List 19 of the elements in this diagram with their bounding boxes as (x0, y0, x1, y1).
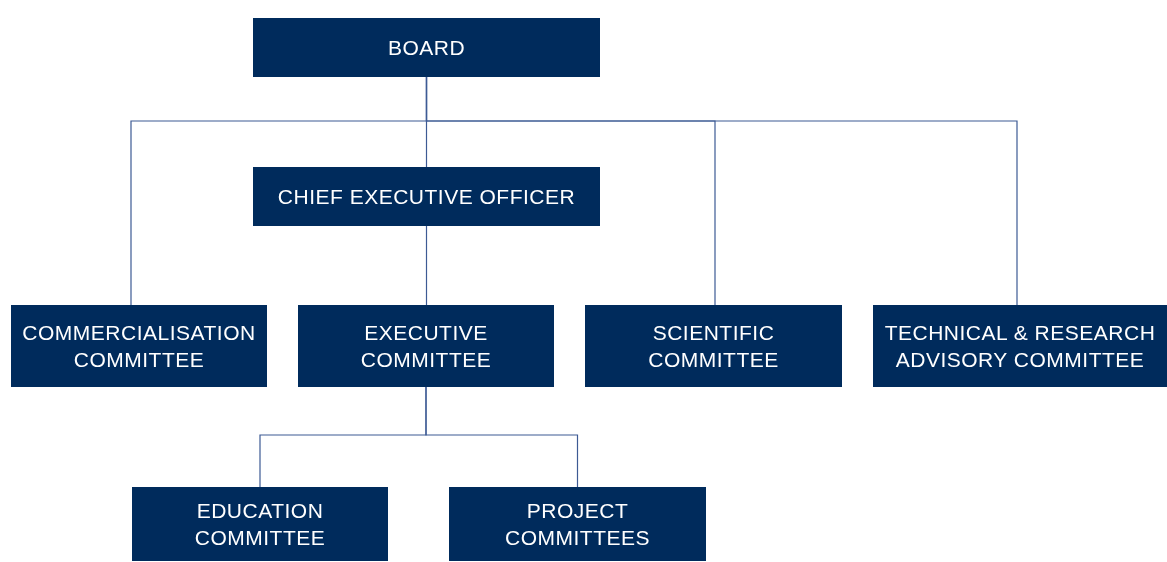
org-box (11, 305, 267, 387)
connector-line (425, 386, 579, 488)
box-label: SCIENTIFIC COMMITTEE (647, 320, 780, 373)
org-box (298, 305, 554, 387)
box-label: PROJECT COMMITTEES (504, 498, 651, 551)
box-label: BOARD (387, 35, 466, 61)
box-label: TECHNICAL & RESEARCH ADVISORY COMMITTEE (883, 320, 1157, 373)
box-label: EDUCATION COMMITTEE (193, 498, 327, 551)
connector-line (425, 225, 428, 306)
org-box (253, 167, 600, 226)
box-label: EXECUTIVE COMMITTEE (359, 320, 493, 373)
box-label: CHIEF EXECUTIVE OFFICER (277, 184, 576, 210)
org-box (132, 487, 388, 561)
org-box (253, 18, 600, 77)
org-box (449, 487, 706, 561)
connector-line (425, 76, 1018, 306)
box-label: COMMERCIALISATION COMMITTEE (21, 320, 257, 373)
org-box (585, 305, 842, 387)
org-box (873, 305, 1167, 387)
